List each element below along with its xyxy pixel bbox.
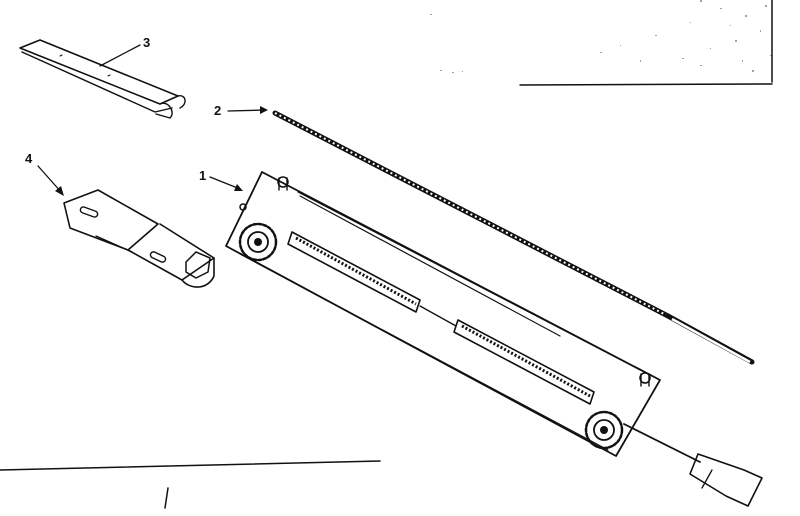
callout-1: 1 (199, 168, 206, 183)
callout-2: 2 (214, 103, 221, 118)
leader-1 (209, 176, 241, 190)
file-guide-holder (225, 171, 763, 507)
scan-edge-bottom (0, 460, 381, 471)
roller-right (584, 410, 624, 450)
callout-3: 3 (143, 35, 150, 50)
scan-mark (164, 487, 169, 509)
scan-edge-top (519, 83, 773, 86)
leader-4-arrow (55, 186, 64, 196)
callout-4: 4 (25, 151, 33, 166)
scan-texture (430, 0, 772, 73)
roller-left (238, 222, 278, 262)
hex-wrench (63, 189, 215, 288)
leader-1-arrow (234, 184, 243, 191)
leader-2 (227, 109, 267, 112)
leader-2-arrow (260, 106, 268, 114)
round-file (272, 110, 755, 365)
bar-gauge-strip (19, 39, 186, 119)
leader-3 (99, 44, 141, 67)
